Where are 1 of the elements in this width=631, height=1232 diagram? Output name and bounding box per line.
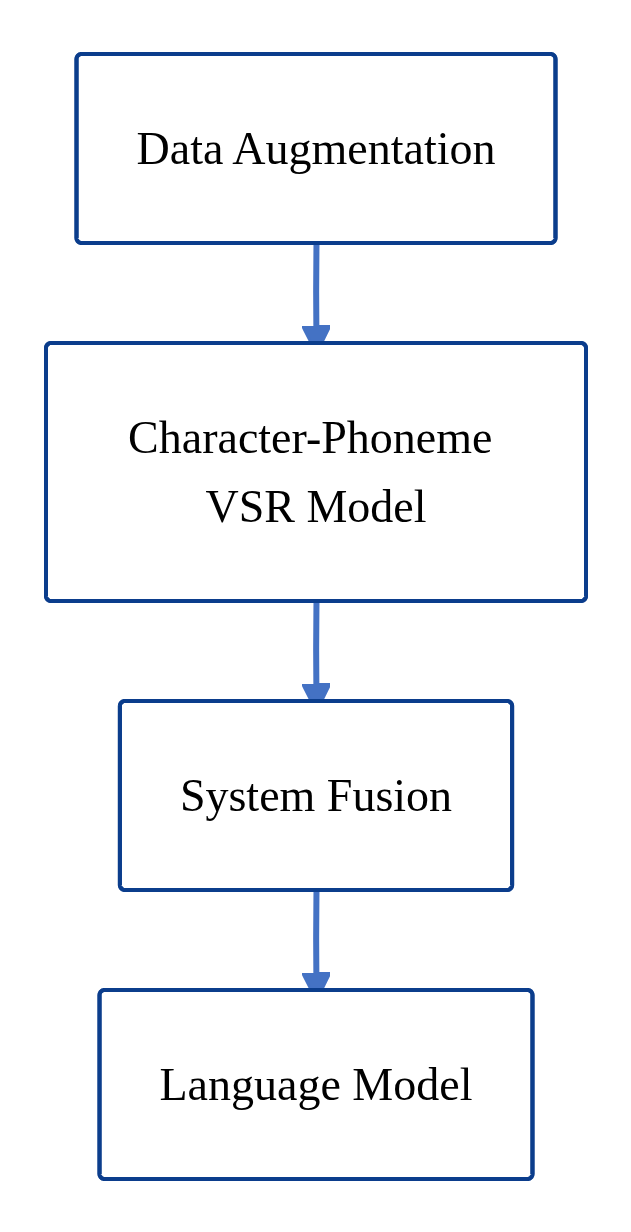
node-text: Character-Phoneme VSR Model: [127, 411, 492, 532]
